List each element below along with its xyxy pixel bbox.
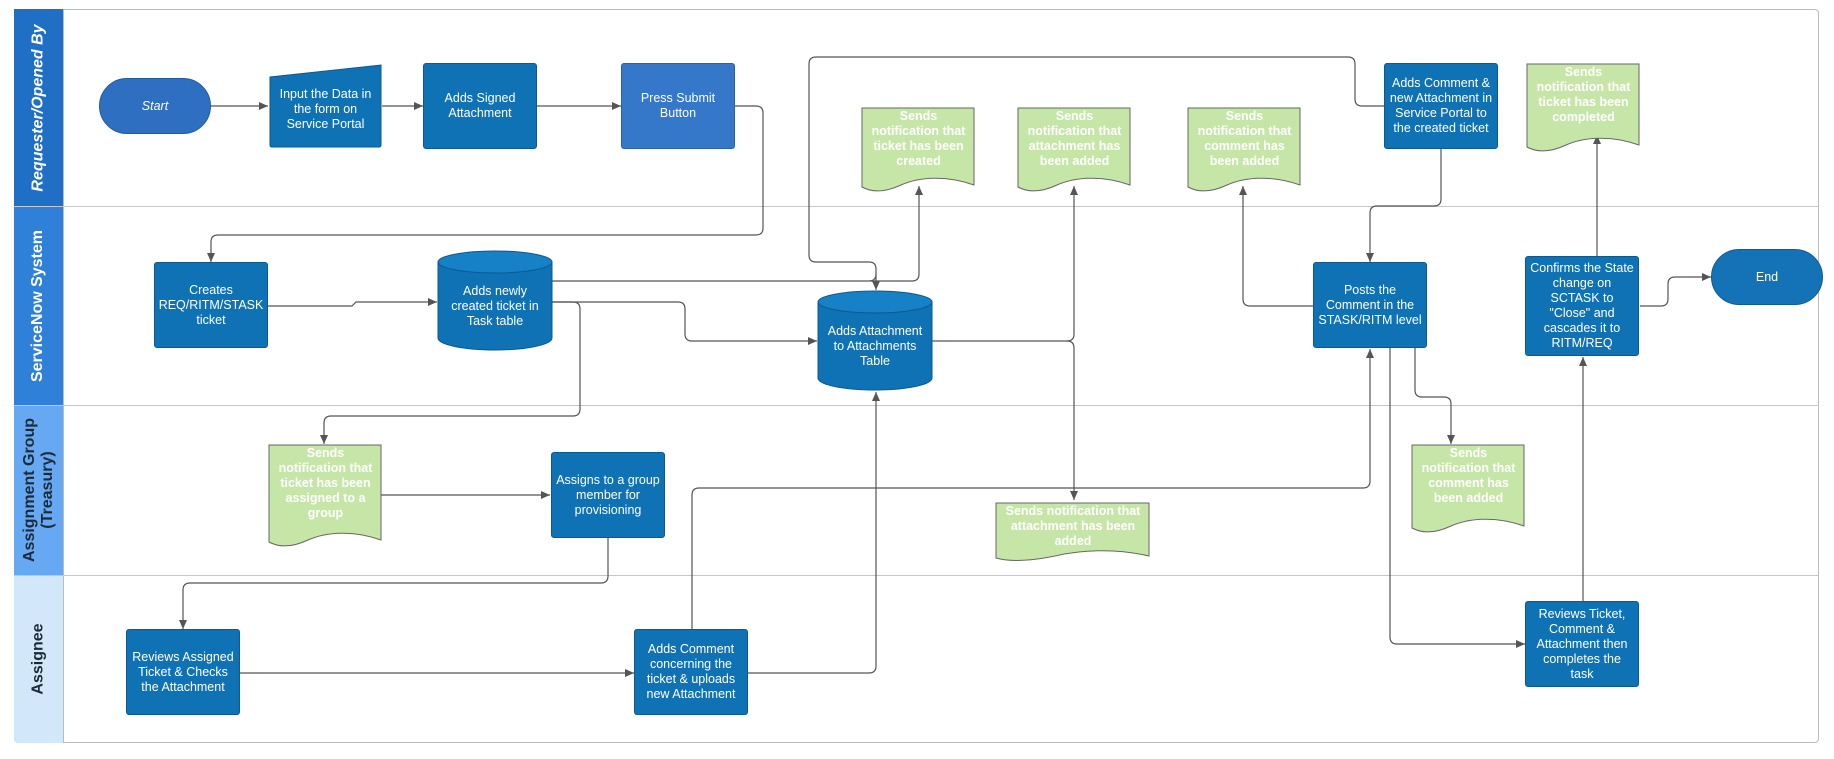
edge	[1414, 348, 1455, 444]
edge	[808, 56, 1388, 290]
end-terminal: End	[1711, 249, 1823, 305]
notif-attachment-mid-document: Sends notification that attachment has b…	[1005, 504, 1141, 548]
notif-completed-document: Sends notification that ticket has been …	[1536, 65, 1631, 124]
lane-divider	[14, 206, 1819, 207]
confirms-state-step: Confirms the State change on SCTASK to "…	[1525, 256, 1639, 356]
input-data-step: Input the Data in the form on Service Po…	[279, 87, 372, 131]
edge	[1066, 340, 1078, 500]
edge	[179, 538, 609, 629]
adds-comment-portal-step: Adds Comment & new Attachment in Service…	[1384, 63, 1498, 149]
edge	[1640, 273, 1711, 307]
creates-req-step: Creates REQ/RITM/STASK ticket	[154, 262, 268, 348]
assigns-member-step: Assigns to a group member for provisioni…	[551, 452, 665, 538]
press-submit-step: Press Submit Button	[621, 63, 735, 149]
start-terminal: Start	[99, 78, 211, 134]
edge	[1366, 149, 1442, 262]
notif-comment-mid-document: Sends notification that comment has been…	[1421, 446, 1516, 505]
edge	[268, 298, 437, 307]
lane-divider	[14, 575, 1819, 576]
edge	[932, 186, 1078, 342]
doc-shape	[268, 444, 382, 547]
lane-divider	[14, 405, 1819, 406]
posts-comment-step: Posts the Comment in the STASK/RITM leve…	[1313, 262, 1427, 348]
doc-shape	[1187, 107, 1301, 192]
notif-attachment-document: Sends notification that attachment has b…	[1027, 109, 1122, 168]
task-table-database: Adds newly created ticket in Task table	[451, 283, 539, 328]
signed-attachment-step: Adds Signed Attachment	[423, 63, 537, 149]
reviews-completes-step: Reviews Ticket, Comment & Attachment the…	[1525, 601, 1639, 687]
edge	[691, 349, 1374, 629]
edge	[1389, 348, 1525, 648]
edge	[1239, 186, 1314, 307]
edge	[552, 301, 817, 345]
edge	[320, 301, 581, 444]
lane-assignment-group: Assignment Group (Treasury)	[14, 405, 64, 575]
edge	[748, 392, 880, 674]
doc-shape	[861, 107, 975, 192]
notif-comment-document: Sends notification that comment has been…	[1197, 109, 1292, 168]
notif-assigned-document: Sends notification that ticket has been …	[278, 446, 373, 520]
doc-shape	[1526, 63, 1640, 152]
lane-servicenow: ServiceNow System	[14, 206, 64, 405]
lane-assignee: Assignee	[14, 575, 64, 743]
doc-shape	[1017, 107, 1131, 192]
lane-requester: Requester/Opened By	[14, 9, 64, 206]
notif-created-document: Sends notification that ticket has been …	[871, 109, 966, 168]
doc-shape	[995, 502, 1150, 561]
adds-comment-uploads-step: Adds Comment concerning the ticket & upl…	[634, 629, 748, 715]
input-data-manual-input-shape	[269, 64, 382, 148]
edge	[552, 273, 877, 282]
database-shape	[437, 250, 553, 351]
doc-shape	[1411, 444, 1525, 533]
edge	[207, 105, 764, 262]
reviews-assigned-step: Reviews Assigned Ticket & Checks the Att…	[126, 629, 240, 715]
database-shape	[817, 290, 933, 391]
attachments-table-database: Adds Attachment to Attachments Table	[827, 323, 923, 368]
edge	[870, 186, 923, 282]
